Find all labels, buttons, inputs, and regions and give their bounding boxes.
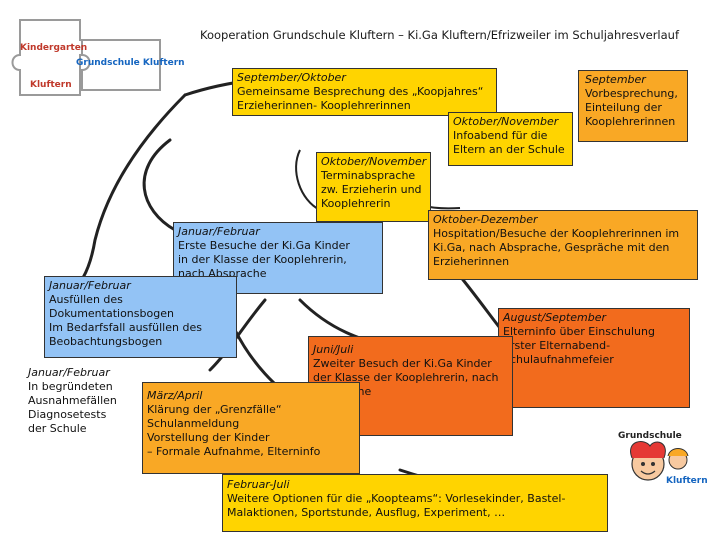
box-maerz-april: März/April Klärung der „Grenzfälle“ Schu…: [142, 382, 360, 474]
box-line: Schulaufnahmefeier: [503, 353, 614, 366]
box-januar-februar-diagnosetests: Januar/Februar In begründeten Ausnahmefä…: [24, 364, 142, 448]
box-line: Vorbesprechung,: [585, 87, 678, 100]
box-september: September Vorbesprechung, Einteilung der…: [578, 70, 688, 142]
box-line: Erzieherinnen: [433, 255, 510, 268]
box-januar-februar-dokumentation: Januar/Februar Ausfüllen des Dokumentati…: [44, 276, 237, 358]
box-line: Erste Besuche der Ki.Ga Kinder: [178, 239, 350, 252]
box-heading: Juni/Juli: [313, 343, 354, 356]
box-line: zw. Erzieherin und: [321, 183, 422, 196]
box-line: – Formale Aufnahme, Elterninfo: [147, 445, 321, 458]
box-line: Ausnahmefällen: [28, 394, 117, 407]
box-line: Vorstellung der Kinder: [147, 431, 270, 444]
box-line: Kooplehrerinnen: [585, 115, 676, 128]
box-februar-juli: Februar-Juli Weitere Optionen für die „K…: [222, 474, 608, 532]
logo-right-kluftern-label: Kluftern: [666, 476, 708, 486]
box-line: Elterninfo über Einschulung: [503, 325, 655, 338]
logo-kluftern-label: Kluftern: [30, 80, 72, 90]
box-line: In begründeten: [28, 380, 113, 393]
box-oktober-dezember: Oktober-Dezember Hospitation/Besuche der…: [428, 210, 698, 280]
box-heading: Oktober/November: [453, 115, 559, 128]
box-heading: August/September: [503, 311, 607, 324]
box-line: Eltern an der Schule: [453, 143, 565, 156]
box-heading: September: [585, 73, 646, 86]
box-oktober-november-infoabend: Oktober/November Infoabend für die Elter…: [448, 112, 573, 166]
box-line: Ausfüllen des: [49, 293, 123, 306]
page-title: Kooperation Grundschule Kluftern – Ki.Ga…: [200, 28, 680, 42]
box-august-september: August/September Elterninfo über Einschu…: [498, 308, 690, 408]
box-heading: Januar/Februar: [178, 225, 260, 238]
kooperation-logo: [11, 19, 161, 96]
logo-kindergarten-label: Kindergarten: [20, 43, 88, 53]
grundschule-kluftern-logo: [630, 441, 689, 481]
box-heading: Oktober/November: [321, 155, 427, 168]
logo-grundschule-label: Grundschule Kluftern: [76, 58, 185, 68]
box-line: Zweiter Besuch der Ki.Ga Kinder: [313, 357, 492, 370]
box-heading: Februar-Juli: [227, 478, 290, 491]
box-line: Dokumentationsbogen: [49, 307, 174, 320]
box-heading: September/Oktober: [237, 71, 346, 84]
grundschule-puzzle-piece: [81, 39, 161, 91]
box-line: Schulanmeldung: [147, 417, 240, 430]
box-september-oktober: September/Oktober Gemeinsame Besprechung…: [232, 68, 497, 116]
box-line: Gemeinsame Besprechung des „Koopjahres“: [237, 85, 484, 98]
child-hair-icon: [630, 441, 666, 459]
box-line: Infoabend für die: [453, 129, 548, 142]
box-line: Malaktionen, Sportstunde, Ausflug, Exper…: [227, 506, 506, 519]
box-line: der Schule: [28, 422, 87, 435]
box-line: Einteilung der: [585, 101, 662, 114]
box-oktober-november-termin: Oktober/November Terminabsprache zw. Erz…: [316, 152, 431, 222]
box-line: Hospitation/Besuche der Kooplehrerinnen …: [433, 227, 680, 240]
box-line: Weitere Optionen für die „Koopteams“: Vo…: [227, 492, 566, 505]
box-line: Im Bedarfsfall ausfüllen des: [49, 321, 202, 334]
box-line: Erster Elternabend-: [503, 339, 611, 352]
box-line: Terminabsprache: [321, 169, 416, 182]
box-line: der Klasse der Kooplehrerin, nach: [313, 371, 499, 384]
box-line: Klärung der „Grenzfälle“: [147, 403, 282, 416]
box-heading: Januar/Februar: [28, 366, 110, 379]
box-heading: Januar/Februar: [49, 279, 131, 292]
box-line: in der Klasse der Kooplehrerin,: [178, 253, 347, 266]
box-line: Beobachtungsbogen: [49, 335, 163, 348]
logo-right-grundschule-label: Grundschule: [618, 431, 682, 441]
box-januar-februar-besuche: Januar/Februar Erste Besuche der Ki.Ga K…: [173, 222, 383, 294]
box-heading: Oktober-Dezember: [433, 213, 538, 226]
box-line: Erzieherinnen- Kooplehrerinnen: [237, 99, 411, 112]
box-line: Diagnosetests: [28, 408, 107, 421]
box-heading: März/April: [147, 389, 203, 402]
box-line: Ki.Ga, nach Absprache, Gespräche mit den: [433, 241, 670, 254]
box-line: Kooplehrerin: [321, 197, 391, 210]
